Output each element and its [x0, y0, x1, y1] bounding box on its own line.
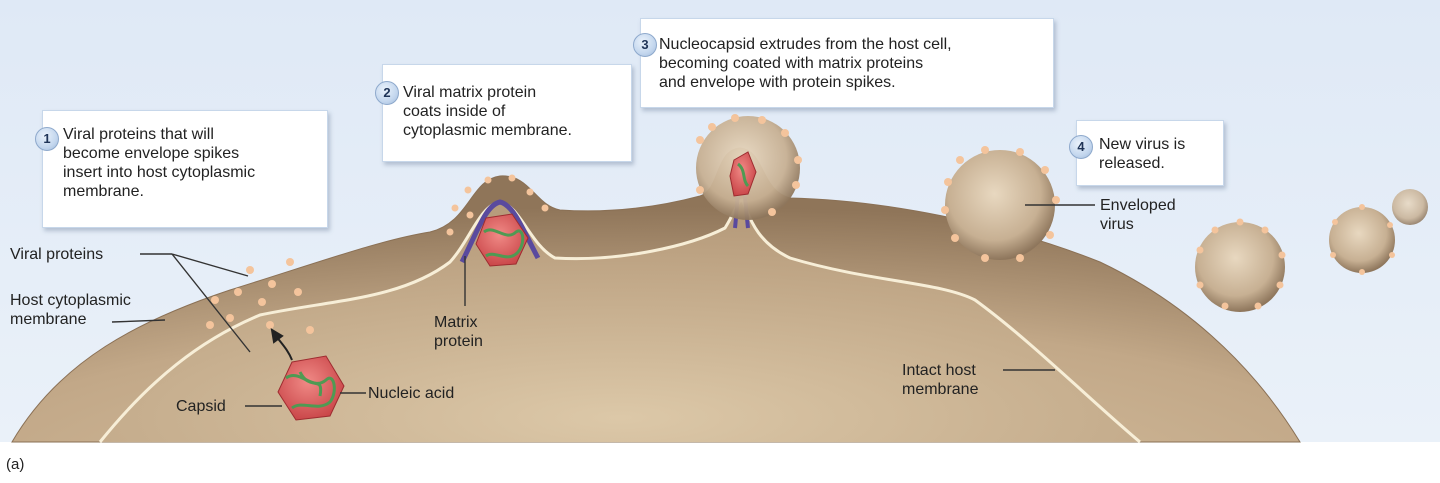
nucleic-acid-strands: [285, 162, 750, 410]
leader-lines: [111, 204, 1095, 407]
step-1-number: 1: [35, 127, 59, 151]
movement-arrow: [270, 328, 293, 361]
enveloped-virus: [945, 150, 1055, 260]
step-4-number: 4: [1069, 135, 1093, 159]
step-2-box: 2 Viral matrix protein coats inside of c…: [375, 64, 632, 162]
step-4-text: New virus is released.: [1099, 136, 1186, 172]
released-virus-4: [1392, 189, 1428, 225]
host-membrane-label: Host cytoplasmic membrane: [10, 292, 131, 328]
step-3-box: 3 Nucleocapsid extrudes from the host ce…: [633, 18, 1054, 108]
nucleic-acid-label: Nucleic acid: [368, 385, 455, 402]
capsid-label: Capsid: [176, 398, 226, 415]
step-2-number: 2: [375, 81, 399, 105]
intact-host-membrane-label: Intact host membrane: [902, 362, 979, 398]
panel-letter: (a): [6, 456, 25, 473]
step-4-box: 4 New virus is released.: [1069, 120, 1224, 186]
cytoplasm: [100, 200, 1140, 442]
matrix-protein-label: Matrix protein: [434, 314, 483, 350]
viral-proteins-label: Viral proteins: [10, 246, 104, 263]
host-membrane-line: [98, 198, 1141, 444]
step-1-box: 1 Viral proteins that will become envelo…: [35, 110, 328, 228]
enveloped-virus-label: Enveloped virus: [1100, 197, 1176, 233]
step-1-text: Viral proteins that will become envelope…: [63, 126, 256, 200]
released-virus-2: [1195, 222, 1285, 312]
released-virus-3: [1329, 207, 1395, 273]
protein-spikes: [206, 114, 1395, 334]
step-2-text: Viral matrix protein coats inside of cyt…: [403, 84, 572, 139]
step-3-number: 3: [633, 33, 657, 57]
step-3-text: Nucleocapsid extrudes from the host cell…: [659, 36, 952, 91]
